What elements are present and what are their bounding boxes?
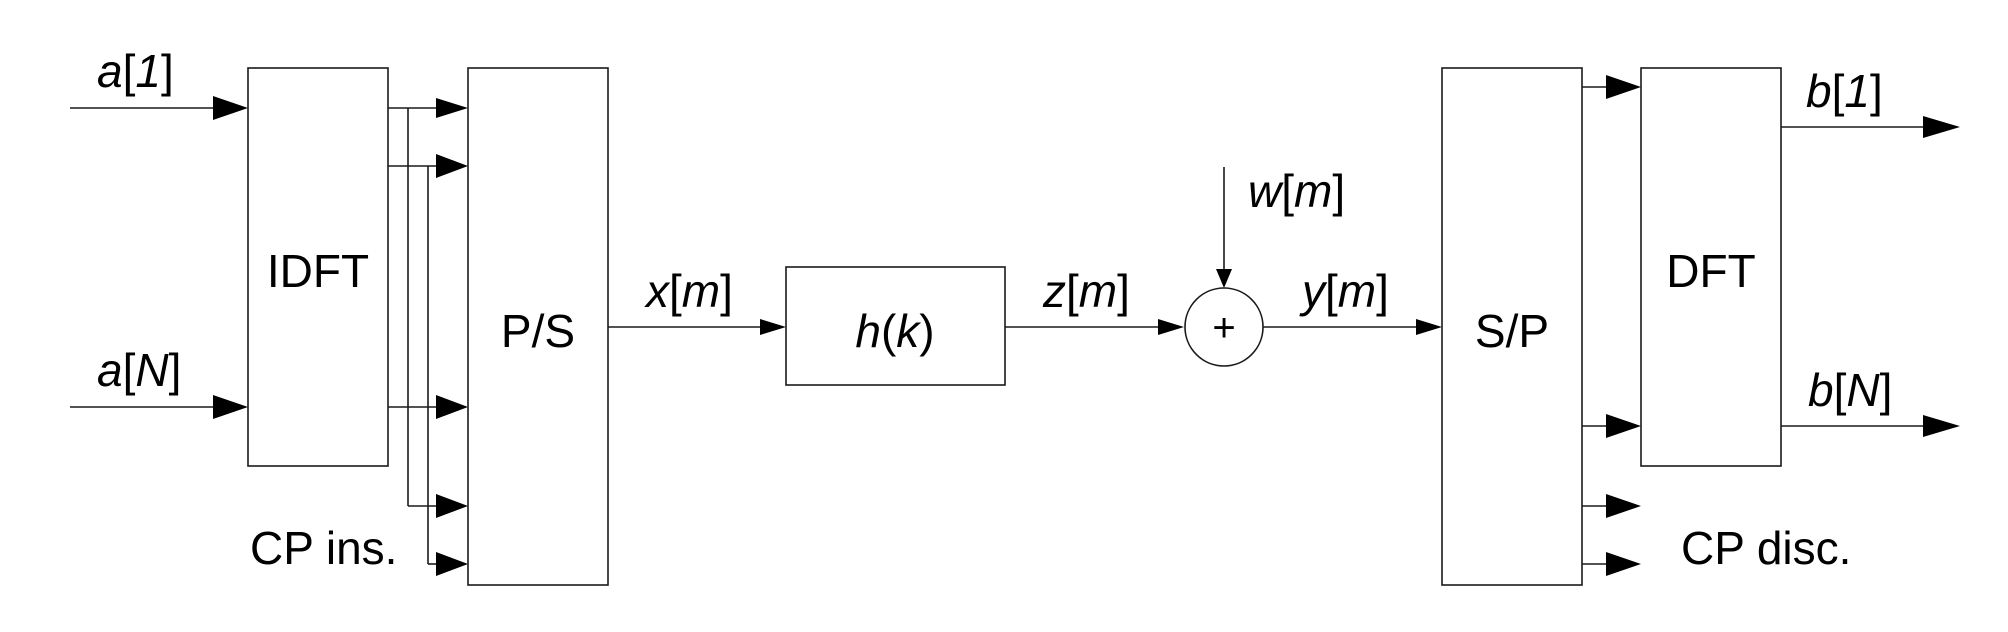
channel-label: h(k) bbox=[855, 305, 934, 357]
x-signal-wire bbox=[608, 319, 786, 335]
input-aN-wire bbox=[70, 395, 248, 419]
z-signal-wire bbox=[1005, 319, 1184, 335]
output-b1-wire bbox=[1781, 116, 1960, 138]
dft-label: DFT bbox=[1666, 245, 1755, 297]
label-w: w[m] bbox=[1248, 165, 1345, 217]
label-bN: b[N] bbox=[1808, 364, 1892, 416]
output-bN-wire bbox=[1781, 415, 1960, 437]
cp-discard-wiring bbox=[1582, 75, 1641, 576]
label-a1: a[1] bbox=[97, 45, 174, 97]
cp-insertion-label: CP ins. bbox=[250, 522, 397, 574]
channel-block bbox=[785, 266, 1006, 386]
dft-block bbox=[1640, 67, 1782, 467]
idft-block bbox=[247, 67, 389, 467]
idft-label: IDFT bbox=[267, 245, 369, 297]
adder-plus-icon: + bbox=[1212, 306, 1235, 350]
label-y: y[m] bbox=[1299, 265, 1389, 317]
label-aN: a[N] bbox=[97, 344, 181, 396]
label-b1: b[1] bbox=[1806, 65, 1883, 117]
cp-discard-label: CP disc. bbox=[1681, 522, 1851, 574]
y-signal-wire bbox=[1263, 319, 1442, 335]
label-z: z[m] bbox=[1042, 265, 1130, 317]
sp-block bbox=[1441, 67, 1583, 586]
sp-label: S/P bbox=[1475, 305, 1549, 357]
cp-insertion-wiring bbox=[388, 98, 468, 576]
w-noise-wire bbox=[1216, 167, 1232, 288]
input-a1-wire bbox=[70, 96, 248, 120]
label-x: x[m] bbox=[644, 265, 733, 317]
ps-block bbox=[467, 67, 609, 586]
ps-label: P/S bbox=[501, 305, 575, 357]
